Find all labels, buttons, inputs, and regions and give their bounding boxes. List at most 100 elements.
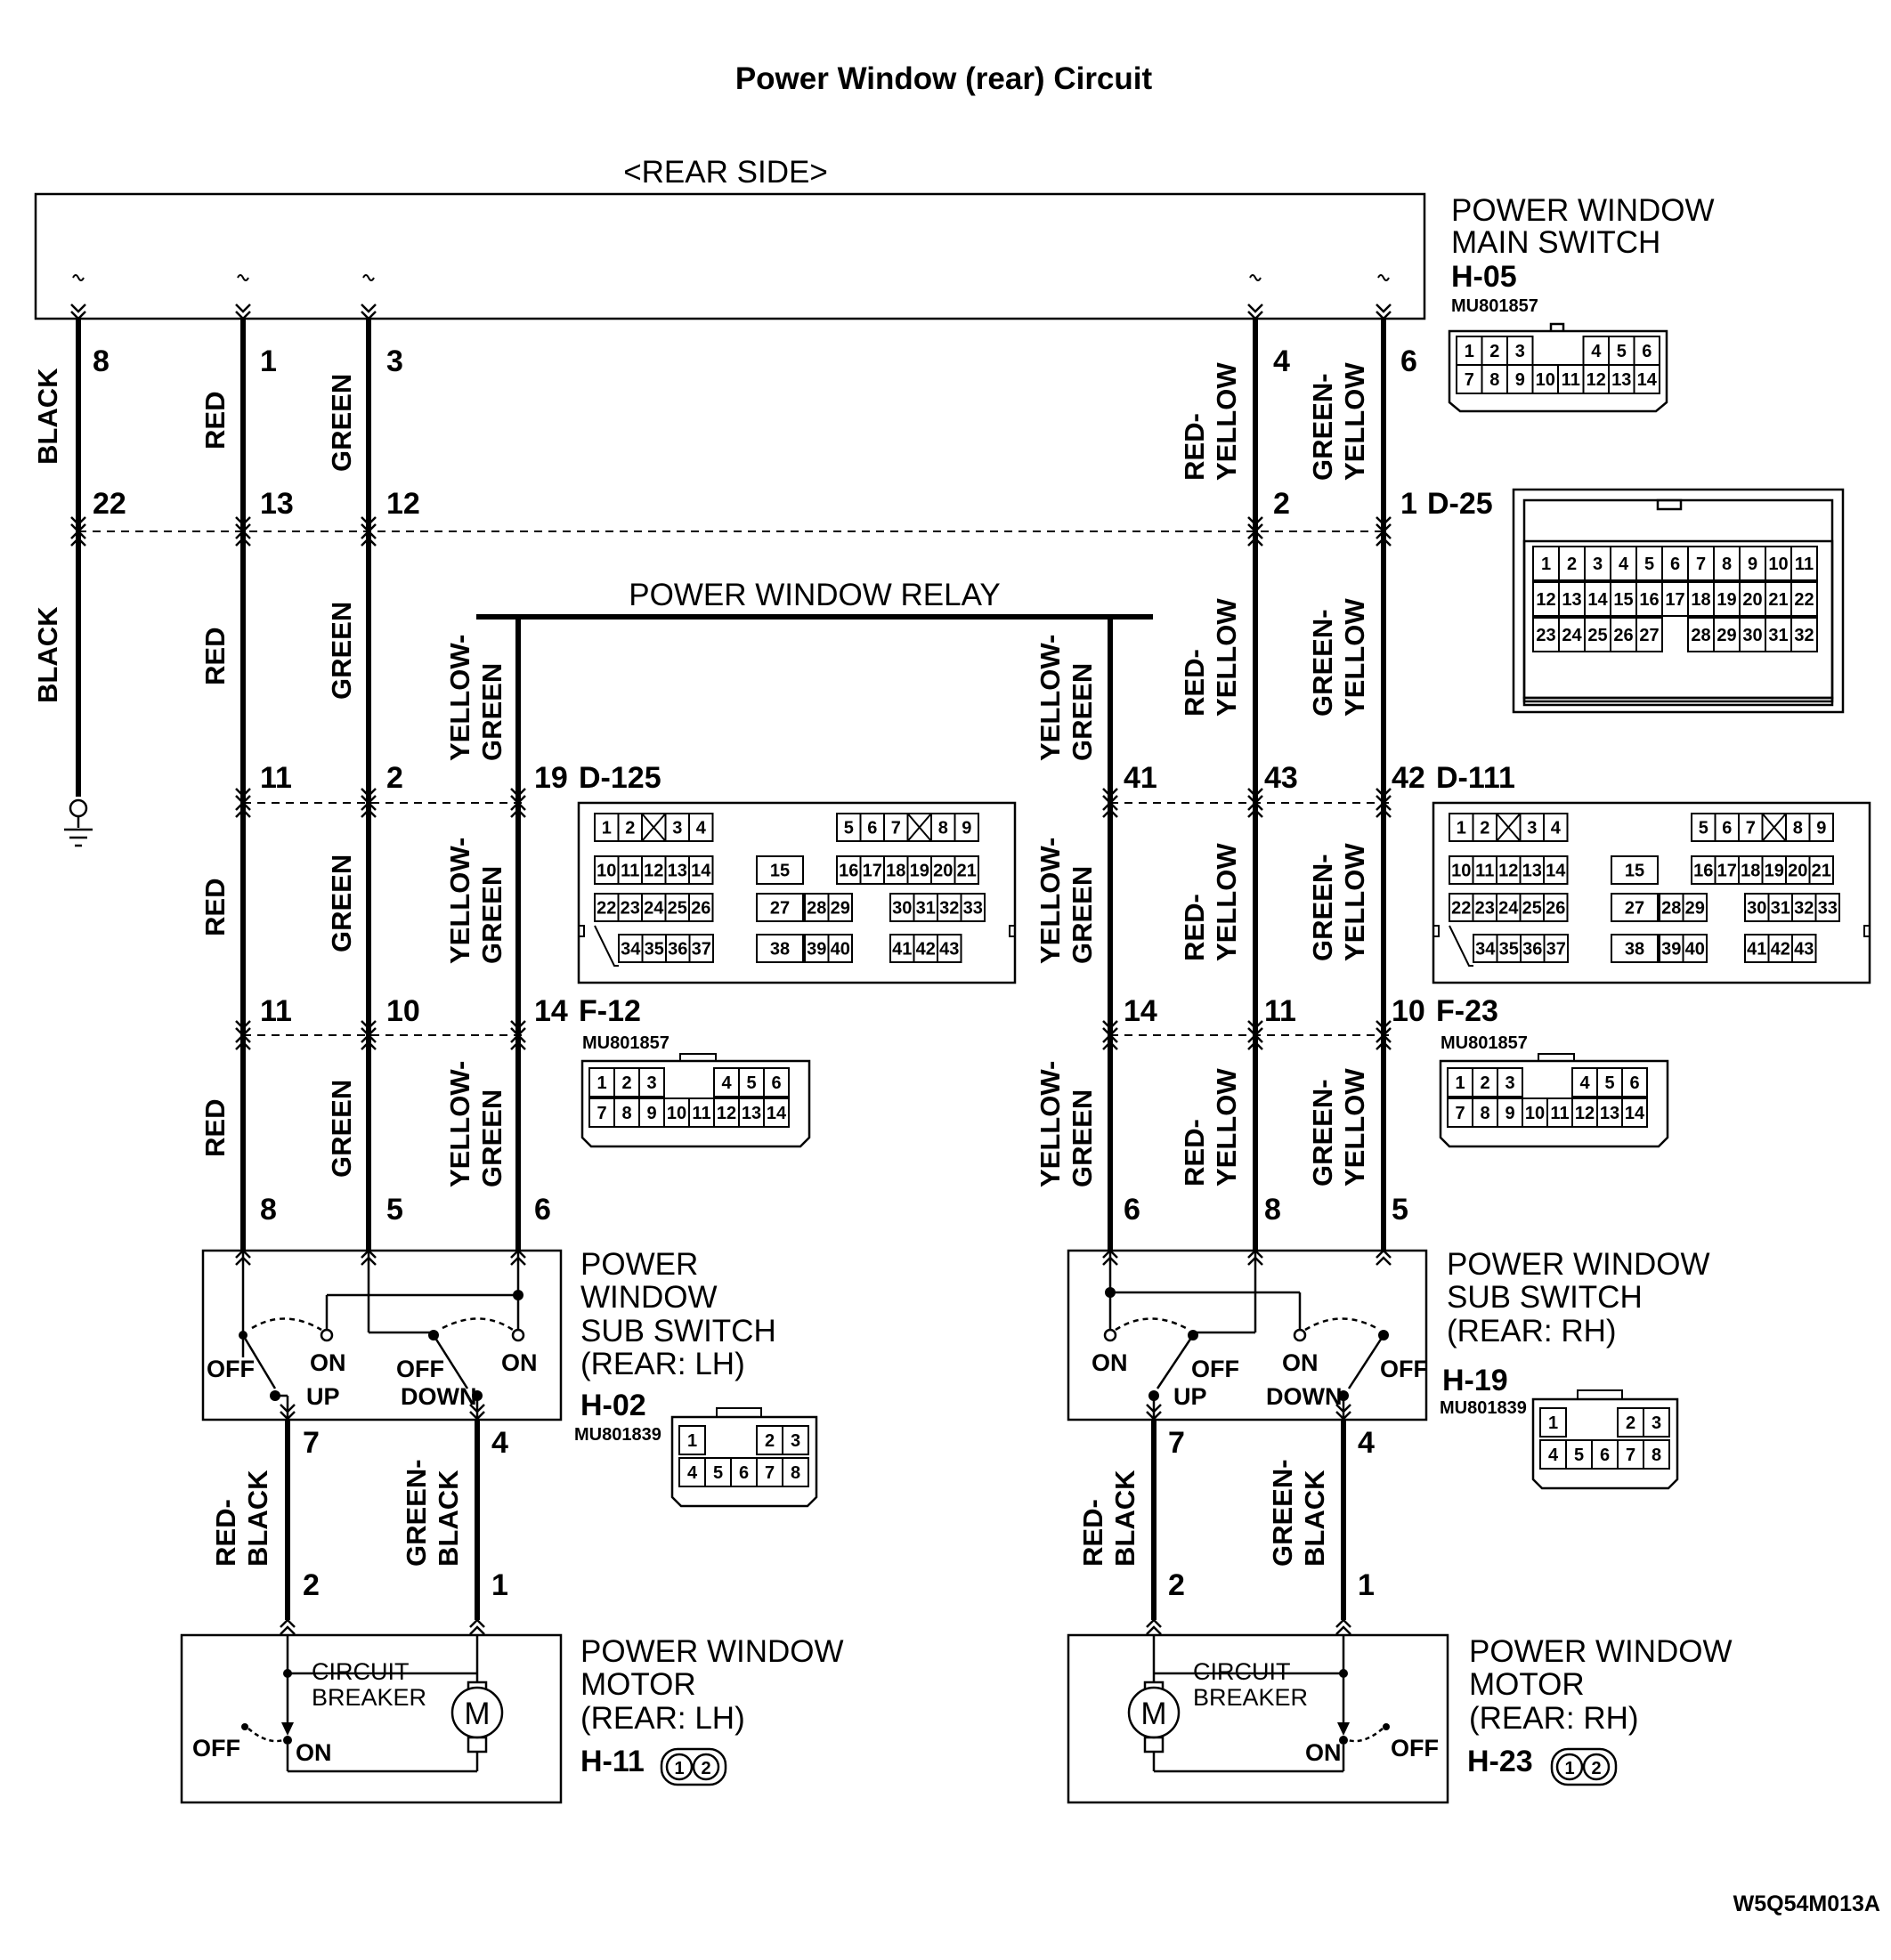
pin-cell: 1	[588, 1067, 615, 1097]
svg-text:10: 10	[597, 862, 616, 881]
svg-text:(REAR: LH): (REAR: LH)	[580, 1701, 745, 1736]
svg-text:14: 14	[1124, 994, 1157, 1028]
svg-text:13: 13	[260, 487, 294, 521]
pin-cell: 1	[1539, 1407, 1567, 1438]
svg-text:ON: ON	[1282, 1349, 1319, 1376]
svg-text:19: 19	[534, 761, 568, 795]
svg-text:7: 7	[1465, 370, 1474, 390]
svg-text:28: 28	[807, 899, 826, 919]
svg-text:H-11: H-11	[580, 1745, 645, 1778]
pin-cell: 12	[1532, 581, 1560, 617]
pin-cell: 1	[678, 1425, 706, 1455]
svg-text:10: 10	[667, 1104, 686, 1123]
pin-cell: 7	[1456, 364, 1483, 394]
svg-text:2: 2	[765, 1431, 775, 1451]
pin-cell: 28	[804, 893, 830, 922]
pin-cell: 31	[1767, 893, 1793, 922]
rear-side-label: <REAR SIDE>	[623, 155, 828, 190]
pin-cell	[906, 813, 932, 842]
svg-text:19: 19	[1717, 590, 1736, 610]
svg-text:BREAKER: BREAKER	[312, 1684, 426, 1711]
svg-text:14: 14	[767, 1104, 787, 1123]
pin-cell: 3	[1497, 1067, 1523, 1097]
svg-text:YELLOW: YELLOW	[1211, 362, 1242, 481]
pin-cell: 22	[1449, 893, 1474, 922]
svg-text:7: 7	[765, 1463, 775, 1483]
svg-text:38: 38	[1625, 940, 1644, 960]
pin-cell: 36	[1520, 934, 1546, 963]
pin-cell: 5	[738, 1067, 765, 1097]
pin-cell: 13	[1558, 581, 1586, 617]
svg-text:2: 2	[701, 1759, 710, 1778]
svg-text:28: 28	[1661, 899, 1681, 919]
pin-cell: 3	[1643, 1407, 1670, 1438]
pin-cell: 30	[1744, 893, 1770, 922]
svg-text:DOWN: DOWN	[401, 1383, 476, 1410]
svg-text:25: 25	[668, 899, 687, 919]
pin-cell: 23	[1472, 893, 1497, 922]
svg-text:11: 11	[692, 1104, 710, 1123]
svg-text:35: 35	[1499, 940, 1519, 960]
svg-text:POWER: POWER	[580, 1247, 698, 1282]
svg-text:ON: ON	[1305, 1739, 1342, 1766]
svg-text:26: 26	[691, 899, 710, 919]
svg-text:18: 18	[1741, 862, 1760, 881]
svg-text:4: 4	[696, 819, 707, 838]
pin-cell: 15	[1610, 581, 1637, 617]
svg-text:15: 15	[770, 862, 790, 881]
pin-cell: 3	[664, 813, 690, 842]
pin-cell: 7	[1447, 1097, 1473, 1128]
svg-text:24: 24	[1562, 626, 1582, 645]
svg-text:UP: UP	[1173, 1383, 1207, 1410]
pin-cell: 3	[782, 1425, 809, 1455]
pin-cell: 33	[1814, 893, 1840, 922]
svg-text:10: 10	[386, 994, 420, 1028]
svg-text:13: 13	[1522, 862, 1542, 881]
svg-text:3: 3	[672, 819, 682, 838]
svg-text:YELLOW: YELLOW	[1211, 1068, 1242, 1187]
svg-text:20: 20	[1788, 862, 1807, 881]
svg-text:8: 8	[938, 819, 948, 838]
svg-text:GREEN: GREEN	[476, 663, 507, 761]
pin-cell: 41	[889, 934, 915, 963]
svg-text:2: 2	[386, 761, 403, 795]
svg-text:12: 12	[644, 862, 663, 881]
svg-text:23: 23	[1536, 626, 1555, 645]
svg-text:14: 14	[1625, 1104, 1645, 1123]
svg-text:32: 32	[1794, 899, 1814, 919]
svg-text:GREEN: GREEN	[326, 854, 357, 952]
svg-text:39: 39	[1661, 940, 1681, 960]
svg-text:OFF: OFF	[1391, 1735, 1439, 1762]
svg-text:D-111: D-111	[1436, 761, 1515, 795]
svg-text:34: 34	[1475, 940, 1496, 960]
svg-text:26: 26	[1546, 899, 1565, 919]
svg-text:4: 4	[1273, 344, 1290, 378]
svg-text:12: 12	[1587, 370, 1606, 390]
pin-cell: 1	[1449, 813, 1474, 842]
svg-text:36: 36	[1522, 940, 1542, 960]
svg-text:BLACK: BLACK	[242, 1470, 273, 1567]
svg-text:7: 7	[1626, 1446, 1635, 1465]
svg-text:7: 7	[1746, 819, 1756, 838]
svg-text:RED-: RED-	[1179, 894, 1210, 961]
svg-text:GREEN-: GREEN-	[1267, 1459, 1298, 1567]
svg-text:6: 6	[1722, 819, 1732, 838]
pin-cell: 12	[641, 855, 667, 885]
svg-text:1: 1	[1457, 819, 1466, 838]
svg-text:1: 1	[1548, 1413, 1558, 1433]
svg-text:13: 13	[1600, 1104, 1619, 1123]
pin-cell: 13	[664, 855, 690, 885]
svg-text:37: 37	[692, 940, 711, 960]
svg-text:31: 31	[916, 899, 936, 919]
pin-cell: 4	[1539, 1439, 1567, 1470]
pin-cell: 5	[704, 1457, 732, 1487]
svg-text:6: 6	[739, 1463, 749, 1483]
pin-cell: 18	[883, 855, 909, 885]
svg-text:4: 4	[1551, 819, 1562, 838]
pin-cell: 3	[1519, 813, 1545, 842]
pin-cell: 21	[1765, 581, 1792, 617]
svg-text:1: 1	[602, 819, 612, 838]
pin-cell: 27	[1611, 893, 1659, 922]
pin-cell: 14	[1543, 855, 1569, 885]
